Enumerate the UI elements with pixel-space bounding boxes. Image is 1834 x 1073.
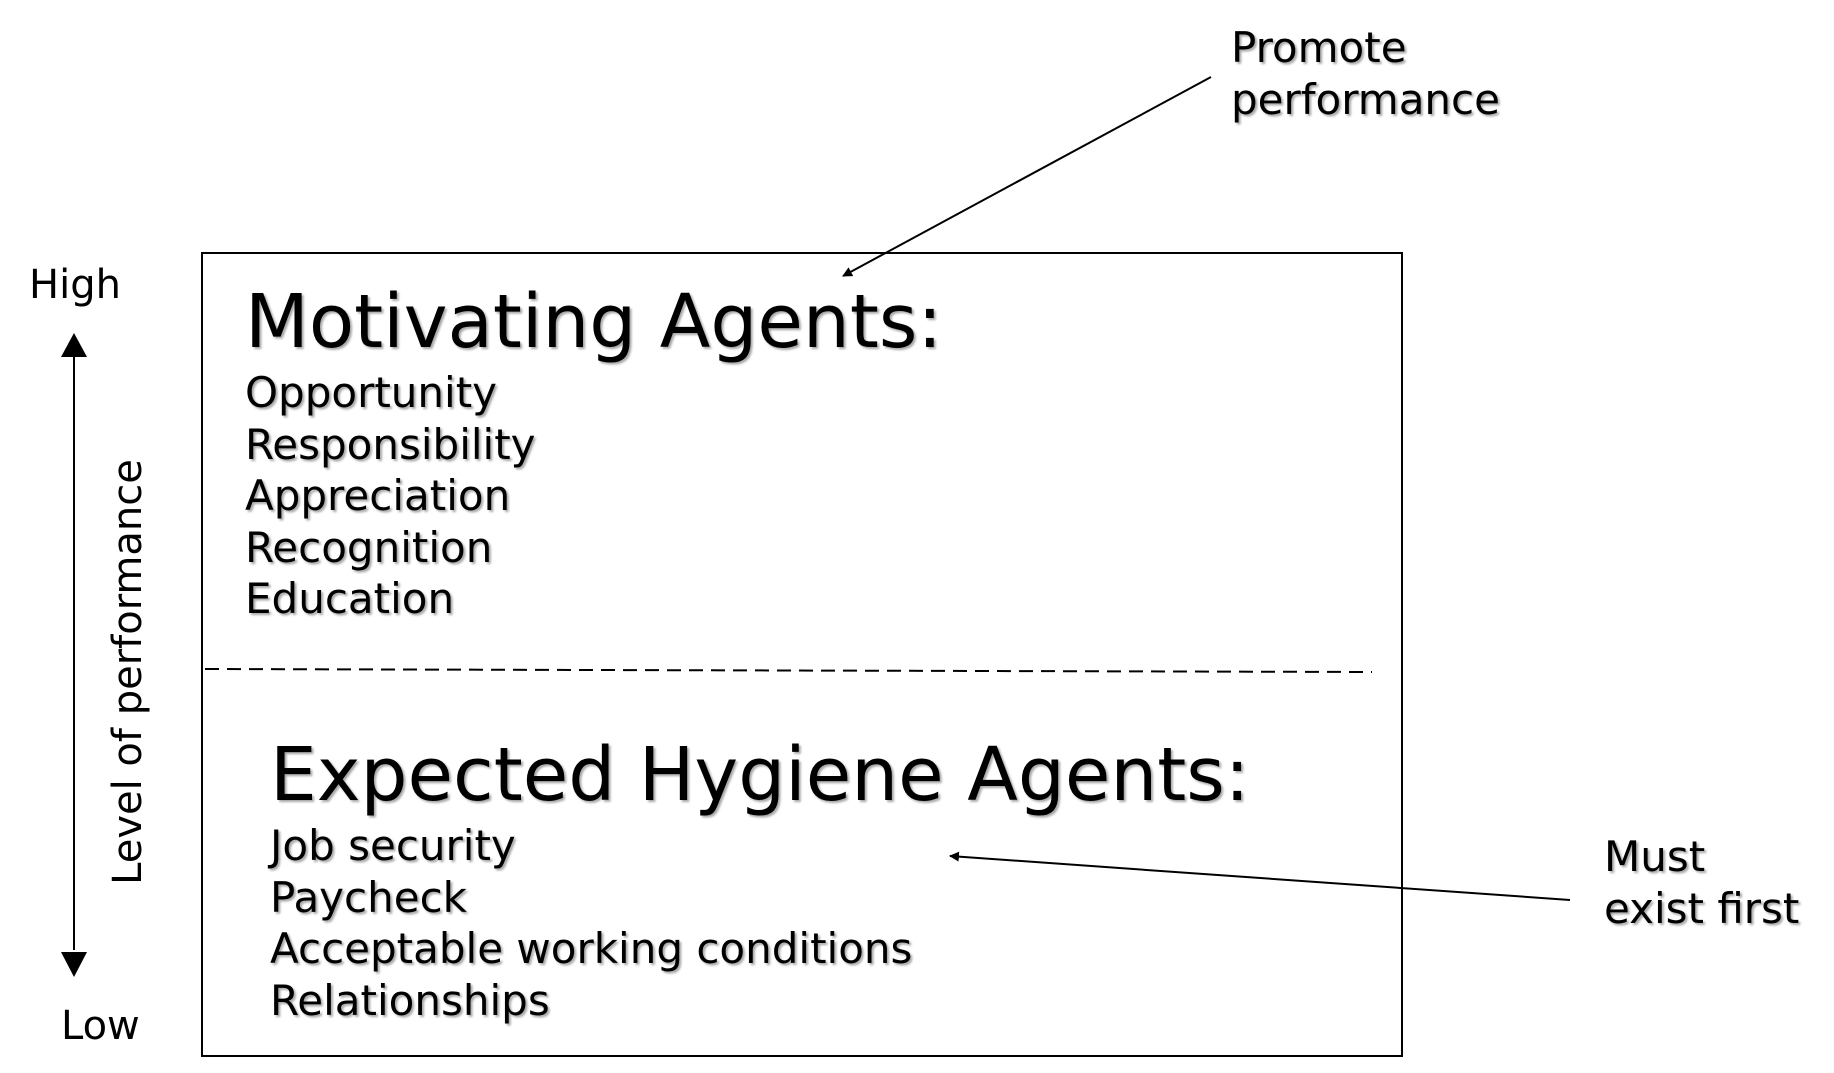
promote-arrow bbox=[842, 76, 1212, 277]
divider-line bbox=[204, 668, 1373, 673]
list-item: Appreciation bbox=[245, 471, 511, 520]
list-item: Paycheck bbox=[270, 872, 467, 922]
list-item: Job security bbox=[270, 821, 516, 870]
hygiene-agents-list: Job security Paycheck Acceptable working… bbox=[270, 820, 912, 1026]
axis-down-arrowhead bbox=[61, 952, 87, 977]
hygiene-agents-heading: Expected Hygiene Agents: bbox=[270, 732, 1250, 818]
axis-high-label: High bbox=[29, 262, 121, 308]
axis-title: Level of performance bbox=[105, 459, 151, 885]
axis-low-label: Low bbox=[61, 1003, 140, 1049]
list-item: Acceptable working conditions bbox=[270, 924, 913, 973]
must-note-line: Must bbox=[1604, 832, 1706, 881]
agents-box bbox=[201, 252, 1403, 1057]
list-item: Education bbox=[245, 574, 455, 623]
promote-note-line: Promote bbox=[1231, 23, 1407, 72]
motivating-agents-heading: Motivating Agents: bbox=[245, 279, 943, 365]
axis-up-arrowhead bbox=[61, 333, 87, 357]
promote-performance-note: Promote performance bbox=[1231, 22, 1500, 126]
list-item: Recognition bbox=[245, 522, 493, 572]
promote-note-line: performance bbox=[1231, 75, 1500, 124]
list-item: Opportunity bbox=[245, 368, 498, 417]
list-item: Relationships bbox=[270, 975, 550, 1025]
must-exist-first-note: Must exist first bbox=[1604, 831, 1799, 935]
list-item: Responsibility bbox=[245, 419, 536, 469]
must-exist-arrow bbox=[949, 851, 1571, 901]
motivating-agents-list: Opportunity Responsibility Appreciation … bbox=[245, 367, 536, 625]
must-note-line: exist first bbox=[1604, 884, 1800, 933]
